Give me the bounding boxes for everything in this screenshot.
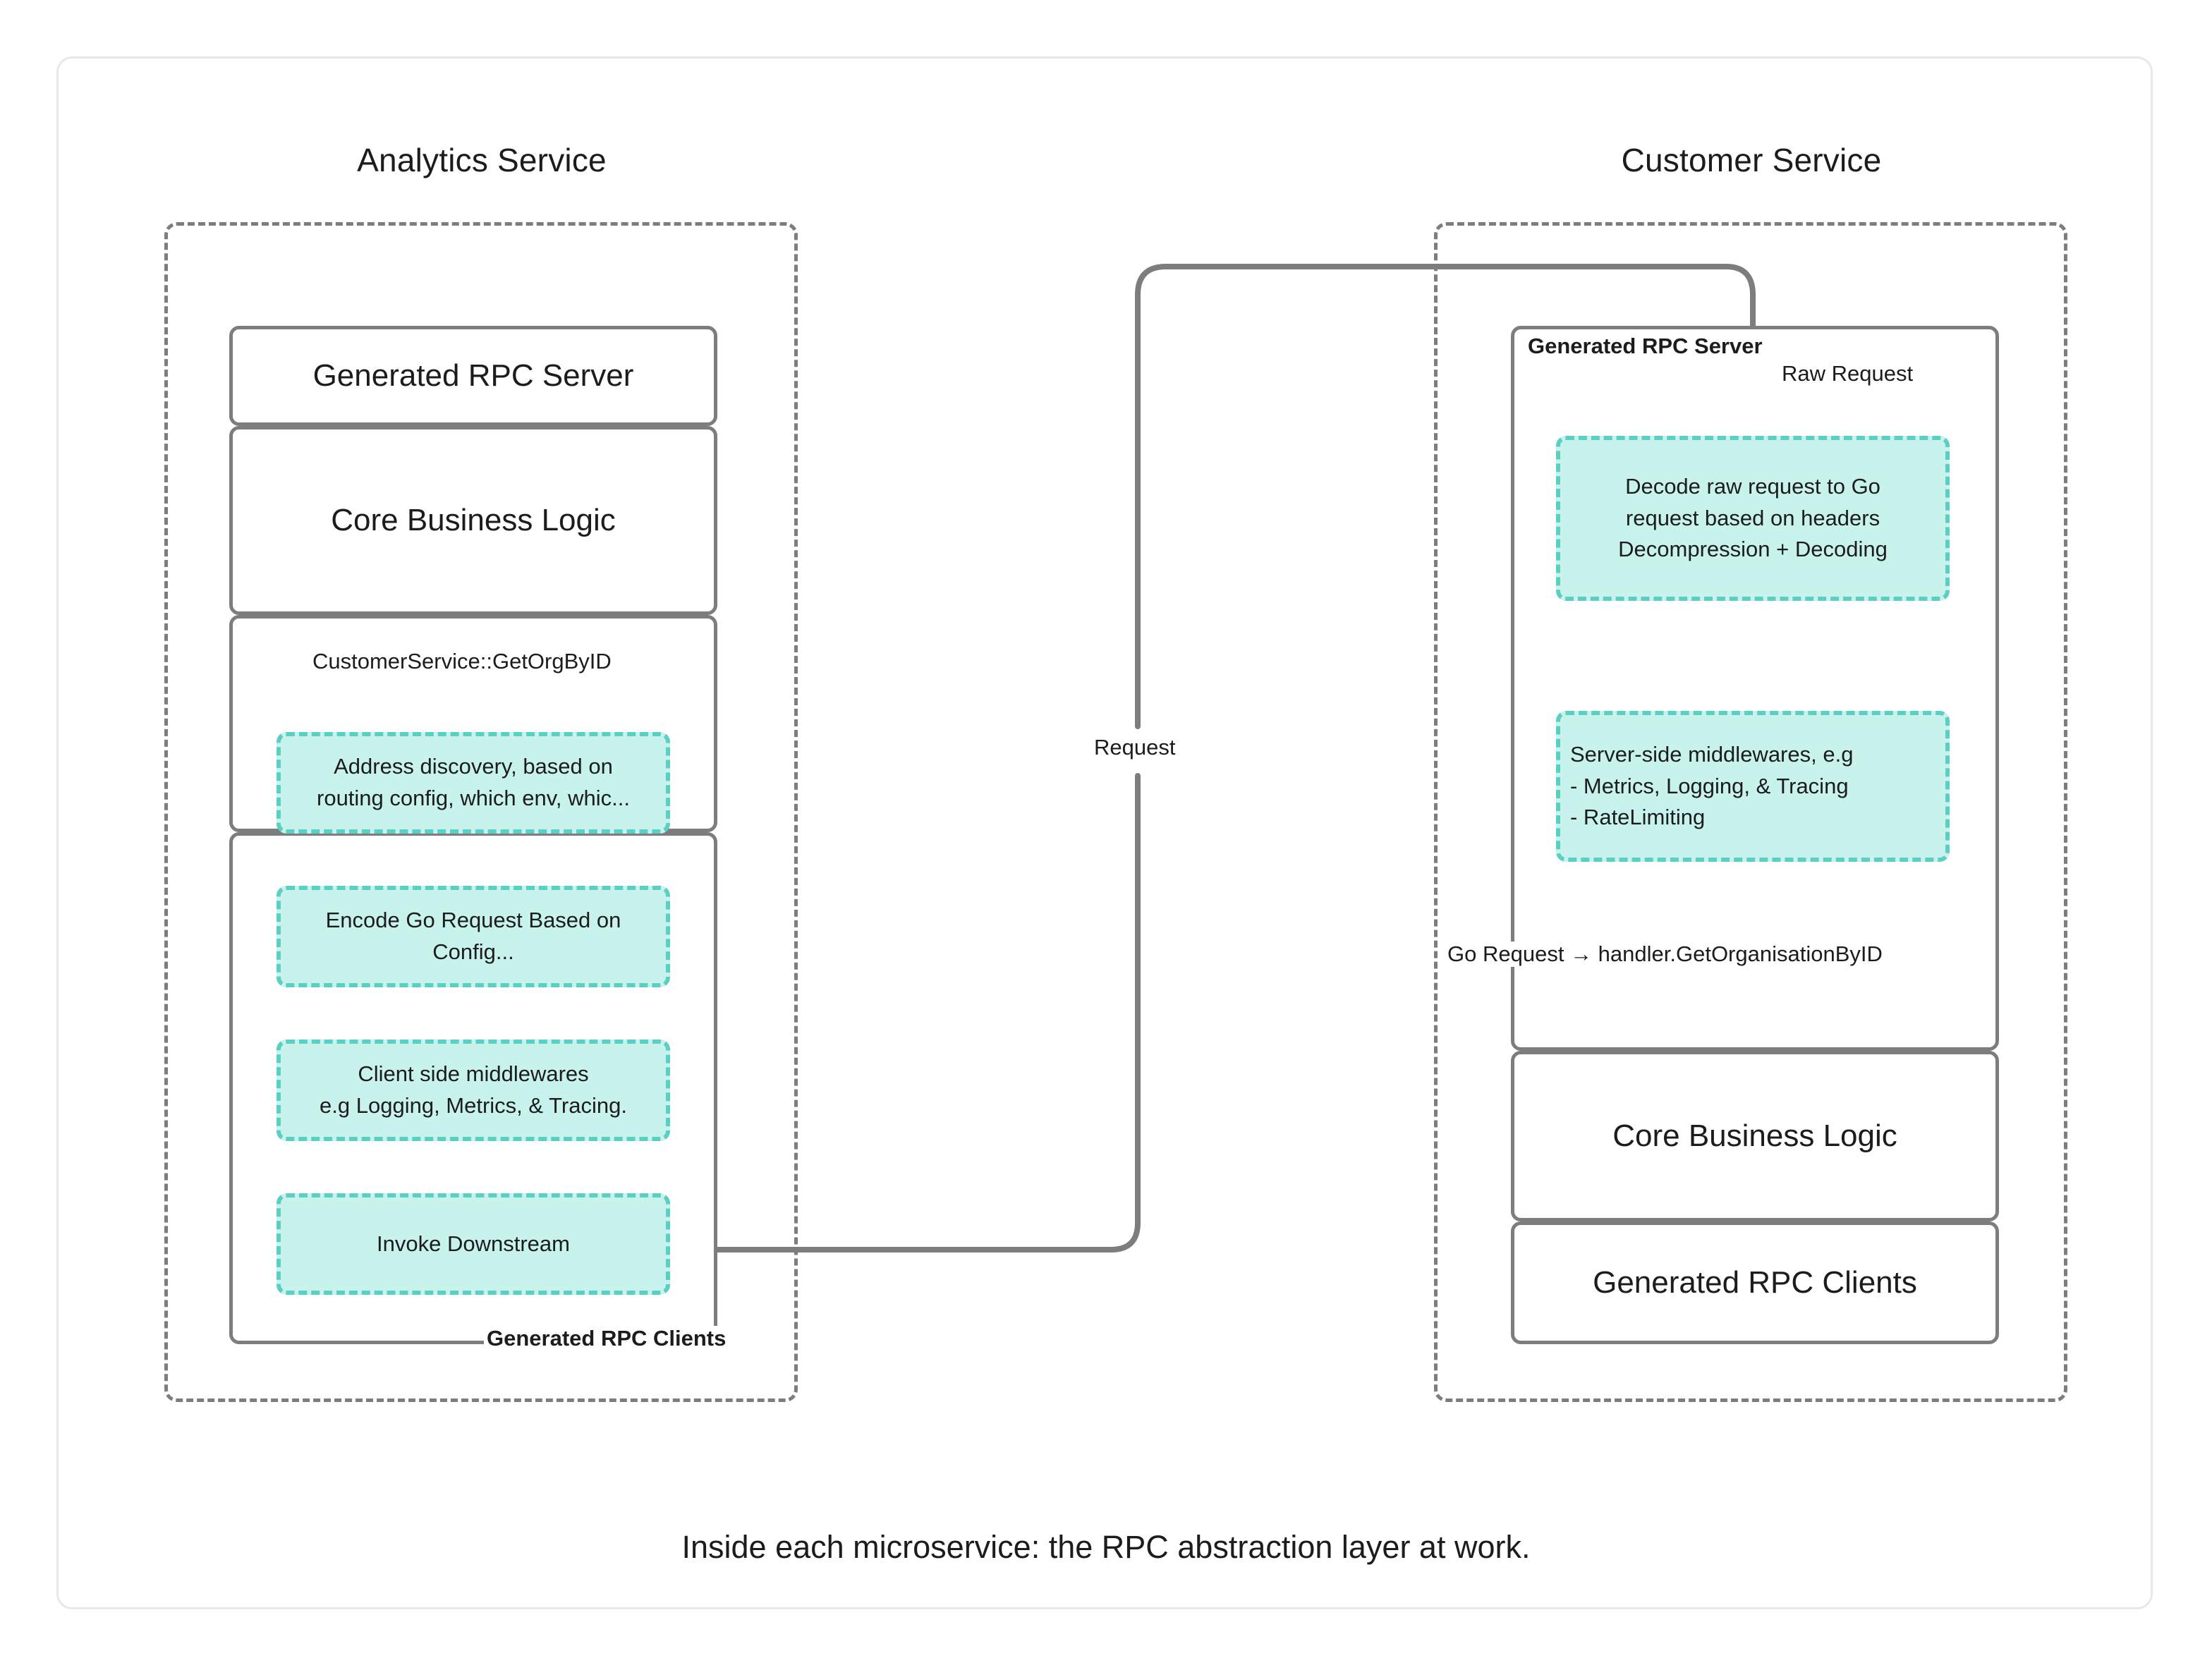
analytics-service-title: Analytics Service — [357, 142, 607, 178]
right-step-server-middlewares: Server-side middlewares, e.g - Metrics, … — [1556, 711, 1950, 862]
right-generated-rpc-server-label: Generated RPC Server — [1525, 334, 1766, 359]
left-step-invoke-downstream: Invoke Downstream — [276, 1193, 670, 1295]
step-line: Invoke Downstream — [377, 1231, 570, 1256]
analytics-service-group — [164, 222, 798, 1402]
right-step-decode-request: Decode raw request to Go request based o… — [1556, 436, 1950, 601]
go-request-handler-label: Go Request → handler.GetOrganisationByID — [1443, 941, 1887, 967]
step-line: Config... — [432, 939, 514, 964]
step-line: Decompression + Decoding — [1618, 537, 1888, 562]
customer-service-title: Customer Service — [1621, 142, 1882, 178]
customer-service-group — [1434, 222, 2067, 1402]
step-line: Decode raw request to Go — [1625, 473, 1880, 499]
right-generated-rpc-clients-box: Generated RPC Clients — [1511, 1221, 1999, 1344]
step-line: routing config, which env, whic... — [317, 786, 630, 810]
step-line: - Metrics, Logging, & Tracing — [1570, 773, 1849, 798]
step-line: - RateLimiting — [1570, 805, 1706, 830]
left-generated-rpc-clients-label: Generated RPC Clients — [484, 1326, 729, 1351]
left-step-encode-request: Encode Go Request Based on Config... — [276, 886, 670, 987]
step-line: request based on headers — [1625, 505, 1880, 530]
step-line: Encode Go Request Based on — [325, 908, 621, 933]
request-connector-label: Request — [1090, 735, 1180, 760]
raw-request-label: Raw Request — [1778, 361, 1918, 386]
step-line: Server-side middlewares, e.g — [1570, 741, 1854, 767]
left-core-business-logic-box: Core Business Logic — [229, 426, 717, 615]
step-line: e.g Logging, Metrics, & Tracing. — [320, 1093, 627, 1118]
diagram-caption: Inside each microservice: the RPC abstra… — [681, 1529, 1531, 1565]
left-step-client-middlewares: Client side middlewares e.g Logging, Met… — [276, 1040, 670, 1141]
left-generated-rpc-server-box: Generated RPC Server — [229, 326, 717, 426]
step-line: Address discovery, based on — [334, 754, 613, 779]
customerservice-call-label: CustomerService::GetOrgByID — [308, 649, 616, 674]
step-line: Client side middlewares — [358, 1061, 589, 1087]
right-core-business-logic-box: Core Business Logic — [1511, 1051, 1999, 1221]
left-step-address-discovery: Address discovery, based on routing conf… — [276, 732, 670, 834]
